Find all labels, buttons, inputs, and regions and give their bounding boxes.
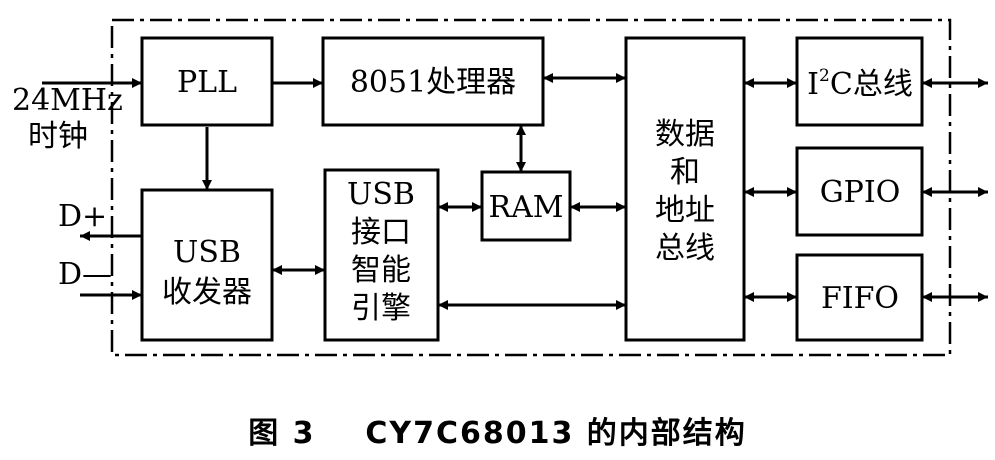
usb-transceiver-block xyxy=(140,188,274,342)
ram-label: RAM xyxy=(489,190,564,225)
gpio-block xyxy=(795,146,924,237)
i2c-block xyxy=(795,36,924,127)
bus-label-3: 地址 xyxy=(655,193,715,228)
usb-transceiver-label-1: USB xyxy=(173,235,241,270)
bus-label-2: 和 xyxy=(670,155,700,190)
clock-label: 时钟 xyxy=(28,119,88,154)
connections xyxy=(42,73,988,310)
ram-block xyxy=(480,170,572,242)
d-plus-label: D+ xyxy=(58,199,107,234)
d-minus-label: D— xyxy=(58,257,112,292)
usb-engine-label-2: 接口 xyxy=(351,215,411,250)
usb-engine-label-3: 智能 xyxy=(351,253,411,288)
block-diagram: PLL 8051处理器 数据 和 地址 总线 I2C总线 USB 接口 智能 引… xyxy=(12,18,988,357)
usb-engine-label-4: 引擎 xyxy=(351,291,411,326)
pll-label: PLL xyxy=(177,65,237,100)
fifo-label: FIFO xyxy=(821,281,899,316)
usb-transceiver-label-2: 收发器 xyxy=(162,275,252,310)
bus-label-4: 总线 xyxy=(655,231,715,266)
bus-label-1: 数据 xyxy=(655,117,715,152)
gpio-label: GPIO xyxy=(820,175,901,210)
cpu-label: 8051处理器 xyxy=(350,65,516,100)
cpu-block xyxy=(321,36,545,127)
clock-frequency-label: 24MHz xyxy=(12,83,123,118)
usb-engine-block xyxy=(323,168,440,342)
figure-title: CY7C68013 的内部结构 xyxy=(365,416,747,451)
figure-caption: 图 3 CY7C68013 的内部结构 xyxy=(0,408,995,452)
fifo-block xyxy=(795,253,924,342)
bus-block xyxy=(624,36,746,342)
usb-engine-label-1: USB xyxy=(347,177,415,212)
figure-number: 图 3 xyxy=(248,416,316,451)
i2c-label: I2C总线 xyxy=(807,66,913,102)
pll-block xyxy=(140,36,274,127)
